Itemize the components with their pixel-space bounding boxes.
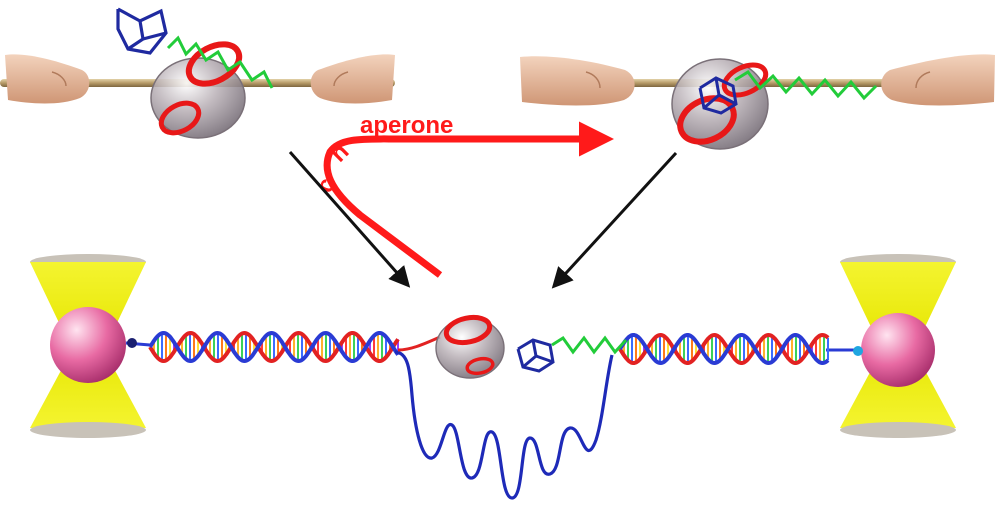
arrow-right-to-center (551, 151, 678, 289)
adamantane-guest-icon (116, 7, 168, 55)
adamantane-guest-icon (516, 338, 555, 373)
optical-trap-right (840, 254, 956, 438)
dna-strand (618, 332, 830, 365)
dna-helix-icon (148, 330, 400, 364)
chaperone-label-rest: aperone (360, 112, 453, 139)
linker-left-to-ring (397, 335, 441, 352)
hand-icon (881, 54, 995, 106)
dna-strand (618, 333, 830, 366)
tug-of-war-left-scene (0, 7, 395, 139)
host-ring-icon (150, 41, 246, 139)
optical-trap-left (30, 254, 146, 438)
host-ring-icon (671, 58, 769, 150)
dna-strand (148, 330, 400, 364)
hand-icon (5, 54, 90, 104)
linker-chain (166, 35, 274, 89)
dna-strand (148, 330, 400, 364)
tug-of-war-right-scene (520, 54, 995, 150)
dna-helix-icon (618, 332, 830, 366)
chaperone-arrow (323, 121, 614, 278)
linker-chain (551, 335, 628, 355)
hand-icon (310, 54, 395, 104)
tether-knob-right (853, 346, 863, 356)
hand-icon (520, 56, 635, 106)
energy-landscape-icon (394, 350, 614, 500)
linker-chain (734, 70, 878, 101)
tether-knob-left (127, 338, 137, 348)
bead-icon (861, 313, 935, 387)
arrow-left-to-center (288, 151, 411, 288)
host-ring-icon (435, 314, 505, 379)
adamantane-guest-icon (698, 76, 738, 115)
bead-icon (50, 307, 126, 383)
